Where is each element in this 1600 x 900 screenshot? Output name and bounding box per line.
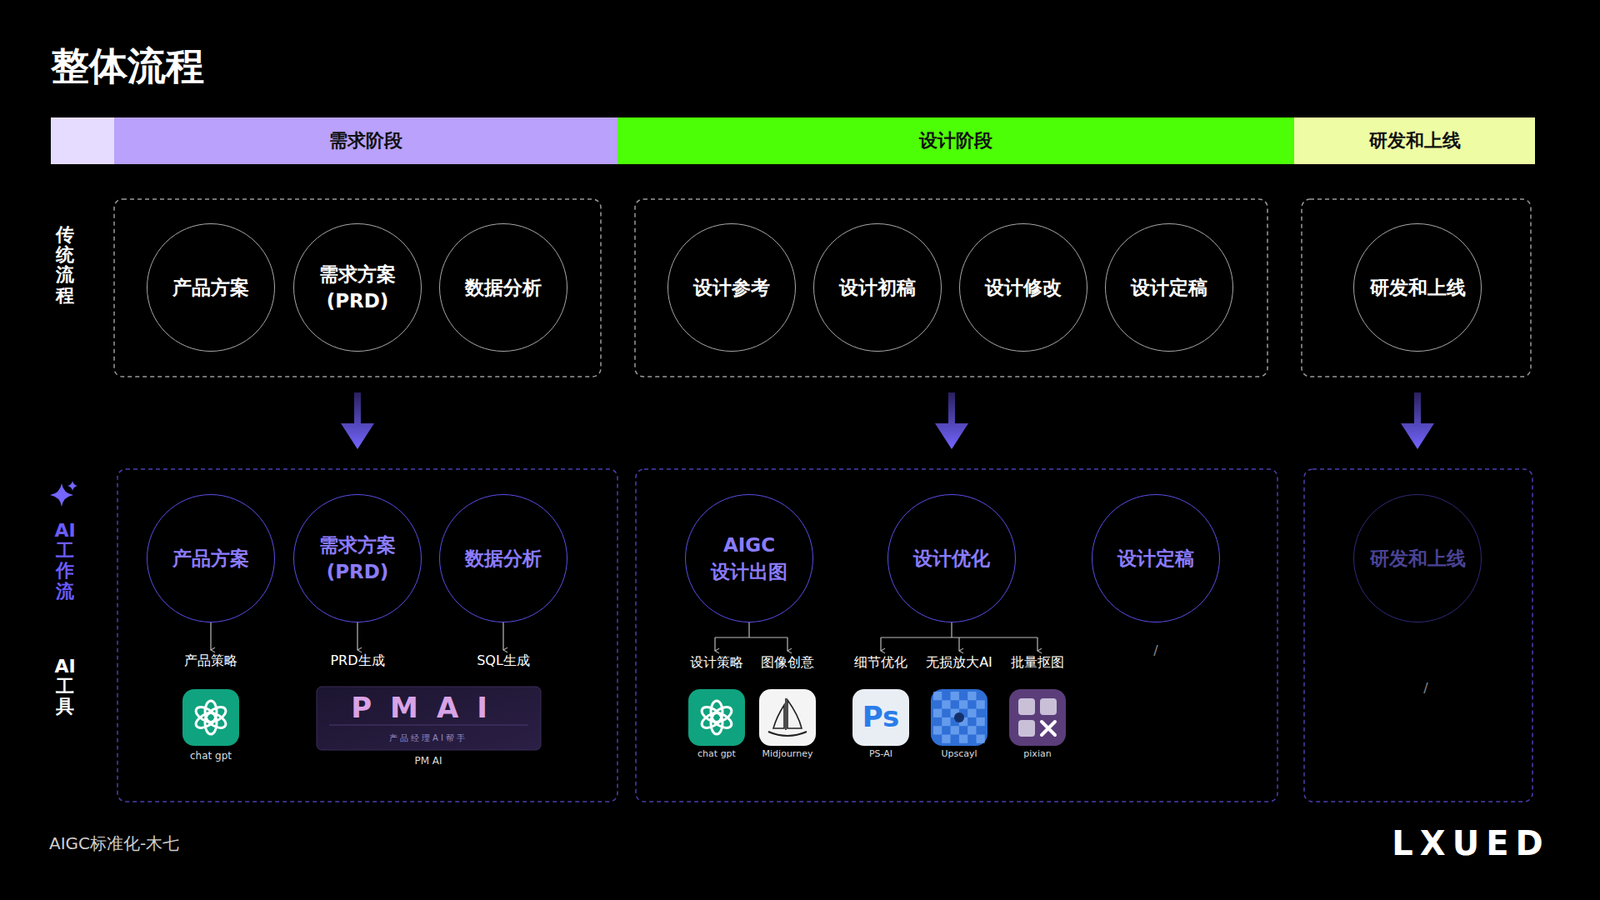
page-title: 整体流程	[50, 43, 205, 90]
node-text: 需求方案 (PRD)	[307, 260, 408, 315]
process-circle: 设计参考	[667, 223, 796, 352]
tool-use: PRD生成	[330, 652, 385, 669]
chatgpt-icon	[688, 689, 745, 746]
leader-lines	[210, 622, 1038, 651]
node-text: 设计阶段	[919, 128, 993, 155]
group-frames	[114, 199, 1531, 377]
process-circle: 设计优化	[887, 494, 1016, 623]
empty-mark: /	[1423, 680, 1428, 696]
node-text: 数据分析	[465, 274, 542, 301]
process-circle: 设计定稿	[1091, 494, 1220, 623]
tool-use: 图像创意	[760, 654, 815, 670]
bar-start	[50, 117, 115, 165]
node-text: 设计初稿	[839, 274, 916, 301]
phase-band: 研发和上线	[1294, 117, 1535, 165]
sparkle-icon	[50, 480, 78, 507]
phase-band: 设计阶段	[617, 117, 1295, 165]
tool-use: 无损放大AI	[925, 654, 993, 670]
node-text: 设计定稿	[1130, 274, 1208, 301]
tool-use: 细节优化	[854, 654, 908, 670]
process-circle: 产品方案	[146, 223, 275, 352]
tool-name: Upscayl	[940, 748, 977, 760]
tool-name: PM AI	[414, 755, 442, 767]
down-arrows	[340, 392, 1435, 450]
brand-logo: LXUED	[1391, 823, 1550, 864]
node-text: 设计修改	[985, 274, 1062, 301]
process-circle: 设计定稿	[1105, 223, 1234, 352]
tool-use: 设计策略	[690, 654, 744, 670]
node-text: 设计优化	[913, 545, 990, 572]
midjourney-icon	[759, 689, 816, 746]
process-circle: 研发和上线	[1353, 223, 1482, 352]
logo-subtext: 产品经理AI帮手	[389, 733, 468, 744]
empty-mark: /	[1153, 642, 1158, 659]
tool-use: 产品策略	[184, 652, 238, 669]
process-circle: AIGC 设计出图	[685, 494, 814, 623]
logo-text: PMAI	[350, 690, 506, 725]
process-circle: 数据分析	[439, 494, 568, 623]
pixian-icon	[1009, 689, 1066, 746]
process-circle: 设计修改	[959, 223, 1088, 352]
node-text: 产品方案	[172, 274, 250, 301]
tool-name: chat gpt	[697, 748, 736, 760]
node-text: 需求方案 (PRD)	[307, 531, 408, 585]
node-text: 设计定稿	[1117, 545, 1195, 572]
process-circle: 需求方案 (PRD)	[293, 223, 422, 352]
row-label: AI工具	[52, 656, 79, 718]
tool-name: Midjourney	[762, 748, 814, 760]
tool-name: chat gpt	[190, 750, 232, 762]
node-text: AIGC 设计出图	[699, 531, 800, 585]
process-circle: 设计初稿	[813, 223, 942, 352]
node-text: 设计参考	[693, 274, 770, 301]
ai-group-frames	[117, 469, 1533, 802]
node-text: 需求阶段	[329, 128, 403, 155]
photoshop-icon	[852, 689, 910, 746]
upscayl-icon	[930, 689, 988, 746]
row-label: 传统流程	[52, 225, 79, 306]
node-text: 研发和上线	[1370, 274, 1466, 301]
node-text: 数据分析	[465, 545, 542, 572]
process-circle: 研发和上线	[1353, 494, 1482, 623]
process-circle: 需求方案 (PRD)	[293, 494, 422, 623]
tool-use: SQL生成	[476, 652, 530, 669]
pmai-banner	[316, 686, 541, 750]
node-text: 研发和上线	[1370, 545, 1466, 572]
phase-band: 需求阶段	[114, 117, 618, 165]
tool-use: 批量抠图	[1010, 654, 1065, 670]
chatgpt-icon	[182, 689, 240, 746]
process-circle: 数据分析	[439, 223, 568, 352]
row-label: AI工作流	[52, 520, 79, 602]
footer-caption: AIGC标准化-木七	[49, 833, 180, 854]
icon-text: Ps	[862, 700, 900, 735]
tool-name: PS-AI	[869, 748, 893, 760]
node-text: 产品方案	[172, 545, 250, 572]
tool-name: pixian	[1023, 748, 1051, 760]
node-text: 研发和上线	[1369, 128, 1461, 155]
process-circle: 产品方案	[146, 494, 275, 623]
